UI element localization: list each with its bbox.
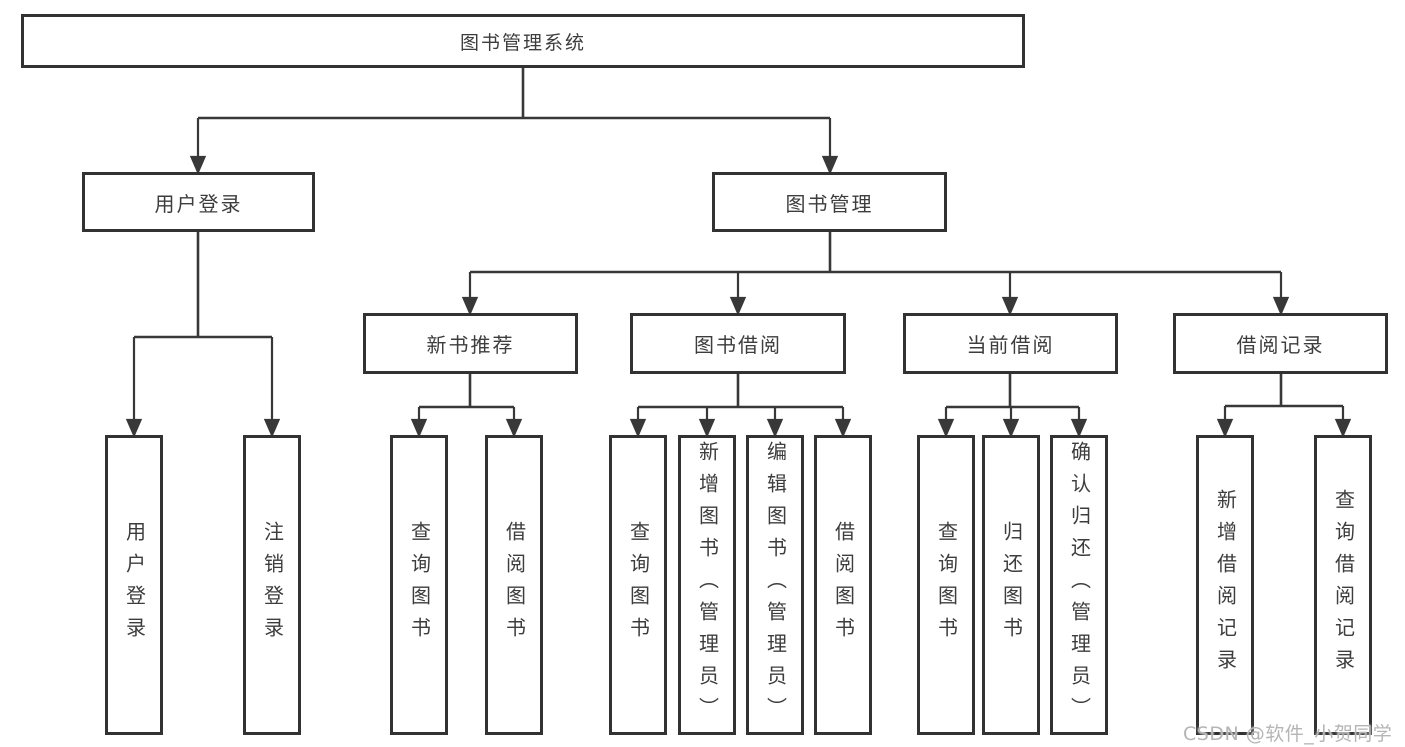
- leaf-borrow-books-label: 借阅图书: [831, 521, 856, 649]
- node-book-management-system: 图书管理系统: [21, 14, 1025, 68]
- leaf-user-login-label: 用户登录: [122, 521, 147, 649]
- node-current-borrowing: 当前借阅: [903, 313, 1118, 374]
- leaf-add-books-admin-label: 新增图书（管理员）: [695, 441, 720, 729]
- leaf-return-books-label: 归还图书: [999, 521, 1024, 649]
- leaf-user-login: 用户登录: [105, 435, 163, 735]
- node-book-borrowing: 图书借阅: [630, 313, 846, 374]
- node-user-login: 用户登录: [82, 172, 315, 232]
- leaf-query-borrow-record-label: 查询借阅记录: [1331, 489, 1356, 681]
- leaf-borrow-books: 借阅图书: [814, 435, 872, 735]
- leaf-edit-books-admin-label: 编辑图书（管理员）: [763, 441, 788, 729]
- leaf-recommend-borrow-books-label: 借阅图书: [502, 521, 527, 649]
- leaf-borrowing-query-books-label: 查询图书: [626, 521, 651, 649]
- leaf-borrowing-query-books: 查询图书: [609, 435, 667, 735]
- leaf-confirm-return-admin-label: 确认归还（管理员）: [1067, 441, 1092, 729]
- node-new-book-recommend: 新书推荐: [363, 313, 578, 374]
- leaf-recommend-query-books: 查询图书: [390, 435, 448, 735]
- leaf-logout-label: 注销登录: [260, 521, 285, 649]
- leaf-return-books: 归还图书: [982, 435, 1040, 735]
- leaf-add-borrow-record-label: 新增借阅记录: [1213, 489, 1238, 681]
- leaf-query-borrow-record: 查询借阅记录: [1314, 435, 1372, 735]
- leaf-edit-books-admin: 编辑图书（管理员）: [746, 435, 804, 735]
- leaf-recommend-borrow-books: 借阅图书: [485, 435, 543, 735]
- tree-edges: [125, 68, 1352, 438]
- node-borrowing-records: 借阅记录: [1173, 313, 1388, 374]
- leaf-recommend-query-books-label: 查询图书: [407, 521, 432, 649]
- leaf-add-borrow-record: 新增借阅记录: [1196, 435, 1254, 735]
- csdn-watermark: CSDN @软件_小贺同学: [1183, 723, 1393, 745]
- node-book-management: 图书管理: [712, 172, 947, 232]
- leaf-current-query-books-label: 查询图书: [934, 521, 959, 649]
- leaf-logout: 注销登录: [243, 435, 301, 735]
- leaf-add-books-admin: 新增图书（管理员）: [678, 435, 736, 735]
- leaf-confirm-return-admin: 确认归还（管理员）: [1050, 435, 1108, 735]
- leaf-current-query-books: 查询图书: [917, 435, 975, 735]
